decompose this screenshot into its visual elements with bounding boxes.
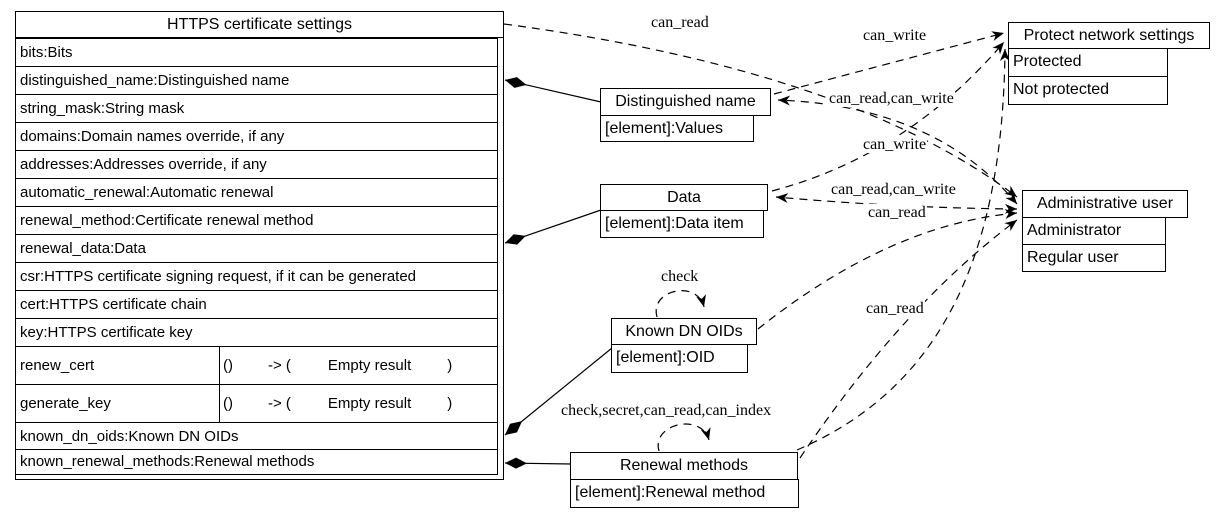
method-name: generate_key bbox=[16, 385, 220, 422]
attribute-row-automatic-renewal: automatic_renewal:Automatic renewal bbox=[15, 178, 498, 207]
edge-table-data bbox=[504, 209, 602, 245]
edge-label-can-read-oids: can_read bbox=[867, 204, 927, 221]
method-result: Empty result bbox=[327, 357, 412, 374]
self-loop-check-renewal-methods bbox=[657, 423, 711, 452]
node-data-title: Data bbox=[600, 184, 768, 211]
attribute-row-domains: domains:Domain names override, if any bbox=[15, 122, 498, 151]
method-signature: () -> ( Empty result ) bbox=[220, 347, 497, 384]
method-close-paren: ) bbox=[447, 357, 453, 374]
edge-table-renewal-methods bbox=[504, 457, 572, 469]
method-arrow: -> ( bbox=[268, 357, 291, 374]
method-params: () bbox=[223, 357, 233, 374]
edge-renewal-admin-can-read bbox=[799, 219, 1018, 459]
attribute-row-known-dn-oids: known_dn_oids:Known DN OIDs bbox=[15, 422, 498, 450]
self-loop-check-known-dn-oids bbox=[655, 290, 706, 318]
edge-table-known-dn-oids bbox=[504, 347, 613, 436]
node-renewal-methods-element: [element]:Renewal method bbox=[570, 479, 799, 508]
node-known-dn-oids-title: Known DN OIDs bbox=[611, 318, 757, 345]
node-administrative-user-title: Administrative user bbox=[1022, 190, 1188, 218]
method-row-generate-key: generate_key () -> ( Empty result ) bbox=[15, 384, 498, 423]
attribute-row-cert: cert:HTTPS certificate chain bbox=[15, 290, 498, 319]
method-arrow: -> ( bbox=[268, 395, 291, 412]
method-name: renew_cert bbox=[16, 347, 220, 384]
attribute-row-csr: csr:HTTPS certificate signing request, i… bbox=[15, 262, 498, 291]
attribute-row-distinguished-name: distinguished_name:Distinguished name bbox=[15, 66, 498, 95]
edge-label-can-write-data: can_write bbox=[862, 136, 928, 153]
node-data-element: [element]:Data item bbox=[600, 210, 764, 238]
attribute-row-key: key:HTTPS certificate key bbox=[15, 318, 498, 347]
method-close-paren: ) bbox=[447, 395, 453, 412]
method-row-renew-cert: renew_cert () -> ( Empty result ) bbox=[15, 346, 498, 385]
node-distinguished-name-element: [element]:Values bbox=[600, 115, 754, 142]
main-table-title: HTTPS certificate settings bbox=[15, 11, 504, 38]
edge-label-check: check bbox=[660, 268, 700, 285]
edge-table-distinguished-name bbox=[504, 77, 602, 103]
node-distinguished-name-title: Distinguished name bbox=[600, 88, 771, 116]
edge-oids-admin-can-read bbox=[757, 209, 1018, 330]
attribute-row-bits: bits:Bits bbox=[15, 38, 498, 67]
method-params: () bbox=[223, 395, 233, 412]
node-protect-network-settings-title: Protect network settings bbox=[1008, 22, 1210, 49]
node-administrator-row: Administrator bbox=[1022, 217, 1166, 245]
node-protected-row: Protected bbox=[1008, 48, 1168, 77]
method-result: Empty result bbox=[327, 395, 412, 412]
edge-label-can-read-renewal: can_read bbox=[865, 300, 925, 317]
method-signature: () -> ( Empty result ) bbox=[220, 385, 497, 422]
edge-label-can-read-top: can_read bbox=[650, 14, 710, 31]
edge-label-check-secret-can-read-can-index: check,secret,can_read,can_index bbox=[560, 402, 773, 419]
attribute-row-string-mask: string_mask:String mask bbox=[15, 94, 498, 123]
edge-data-protect-can-write bbox=[771, 41, 1005, 192]
node-known-dn-oids-element: [element]:OID bbox=[611, 344, 748, 373]
edge-label-can-read-can-write-data: can_read,can_write bbox=[830, 181, 957, 198]
attribute-row-renewal-method: renewal_method:Certificate renewal metho… bbox=[15, 206, 498, 235]
attribute-row-known-renewal-methods: known_renewal_methods:Renewal methods bbox=[15, 449, 498, 475]
edge-table-admin-can-read bbox=[503, 23, 1018, 198]
node-regular-user-row: Regular user bbox=[1022, 244, 1166, 272]
node-not-protected-row: Not protected bbox=[1008, 76, 1168, 105]
edge-renewal-protect bbox=[796, 48, 1010, 451]
attribute-row-addresses: addresses:Addresses override, if any bbox=[15, 150, 498, 179]
edge-dn-admin-can-read-write bbox=[777, 95, 1018, 205]
edge-dn-protect-can-write bbox=[773, 31, 1005, 95]
edge-label-can-write-dn: can_write bbox=[862, 27, 928, 44]
attribute-row-renewal-data: renewal_data:Data bbox=[15, 234, 498, 263]
node-renewal-methods-title: Renewal methods bbox=[570, 452, 798, 480]
edge-label-can-read-can-write-dn: can_read,can_write bbox=[828, 90, 955, 107]
